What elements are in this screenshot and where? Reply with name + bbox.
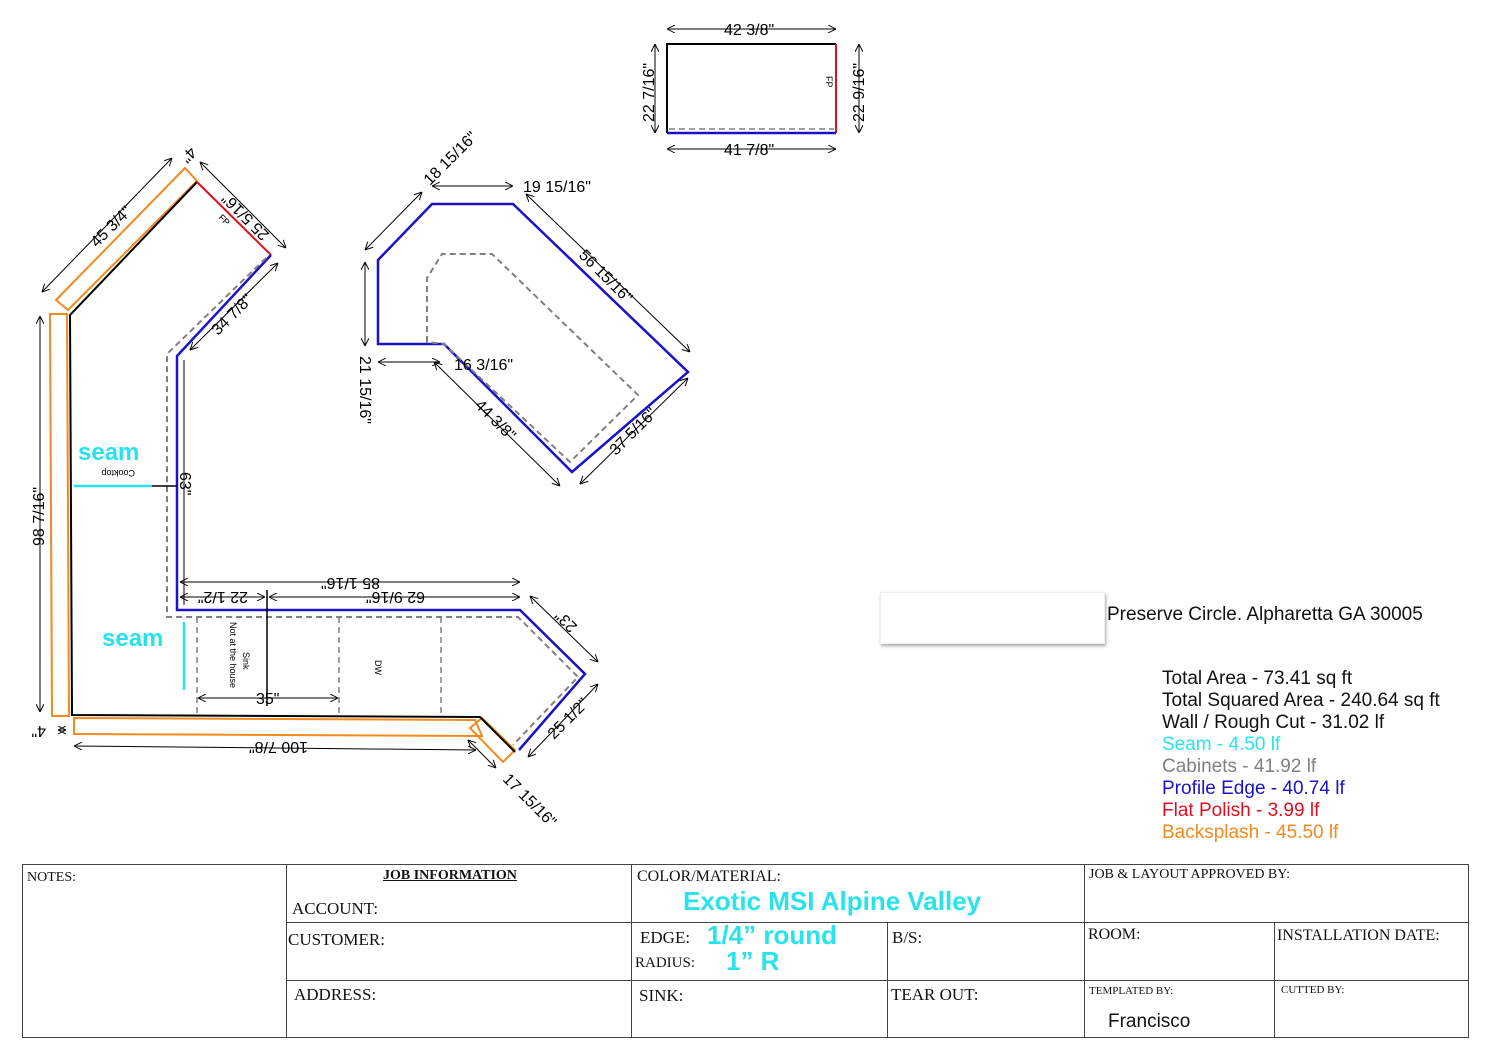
summary-backsplash: Backsplash - 45.50 lf [1162, 822, 1339, 843]
notes-label: NOTES: [27, 870, 76, 885]
dim-small-right: 22 9/16" [851, 63, 868, 122]
dw-label: DW [373, 660, 383, 675]
dim-left-length: 98 7/16" [31, 487, 48, 546]
sink-note: Not at the house [228, 622, 238, 688]
cooktop-label: Cooktop [101, 468, 135, 478]
backsplash-diagonal [54, 166, 199, 312]
dim-run-b: 62 9/16" [366, 588, 425, 605]
summary-seam: Seam - 4.50 lf [1162, 734, 1281, 755]
dim-angle-a: 23" [552, 607, 581, 636]
summary-cabinets: Cabinets - 41.92 lf [1162, 756, 1317, 777]
dim-top-run: 85 1/16" [321, 574, 380, 591]
dim-small-left: 22 7/16" [641, 63, 658, 122]
cutted-by-label: CUTTED BY: [1281, 984, 1345, 996]
summary-profile-edge: Profile Edge - 40.74 lf [1162, 778, 1345, 799]
summary-legend: Total Area - 73.41 sq ft Total Squared A… [1162, 668, 1440, 844]
sink-label: SINK: [639, 986, 684, 1005]
piece-main: seam seam Cooktop Sink Not at the house … [31, 143, 598, 831]
wall-line [666, 43, 836, 133]
seam-label: seam [78, 439, 139, 466]
dim-island-g: 37 5/16" [607, 405, 661, 459]
customer-label: CUSTOMER: [288, 930, 385, 949]
piece-small: 42 3/8" 41 7/8" 22 7/16" 22 9/16" FP [641, 22, 868, 159]
summary-flat-polish: Flat Polish - 3.99 lf [1162, 800, 1320, 821]
sink-label: Sink [241, 652, 251, 670]
edge-value: 1/4” round [707, 920, 838, 950]
job-info-heading: JOB INFORMATION [383, 868, 517, 883]
dim-sink-width: 35" [256, 691, 279, 708]
dim-backsplash-left-width: 4" [31, 722, 46, 739]
summary-wall: Wall / Rough Cut - 31.02 lf [1162, 712, 1385, 733]
wall-line [68, 181, 516, 753]
templated-by-label: TEMPLATED BY: [1089, 985, 1174, 997]
dim-island-a: 18 15/16" [421, 129, 481, 189]
summary-total-area: Total Area - 73.41 sq ft [1162, 668, 1353, 689]
dim-island-f: 44 3/8" [471, 397, 518, 444]
templated-by-value: Francisco [1108, 1011, 1191, 1032]
seam-label: seam [102, 625, 163, 652]
notes-cell [22, 864, 287, 1038]
account-label: ACCOUNT: [292, 899, 379, 918]
dim-bottom-length: 100 7/8" [249, 738, 308, 755]
backsplash-left [48, 313, 71, 717]
room-label: ROOM: [1088, 926, 1141, 943]
bs-label: B/S: [892, 928, 923, 947]
address-box [880, 592, 1105, 644]
dim-island-d: 21 15/16" [356, 356, 373, 424]
radius-label: RADIUS: [635, 955, 696, 971]
color-material-value: Exotic MSI Alpine Valley [683, 886, 982, 916]
color-material-label: COLOR/MATERIAL: [637, 868, 781, 885]
summary-squared-area: Total Squared Area - 240.64 sq ft [1162, 690, 1440, 711]
dim-backsplash-width: 4" [177, 143, 199, 165]
dim-island-c: 56 15/16" [575, 247, 635, 307]
dim-backsplash-corner: 17 15/16" [499, 771, 559, 831]
radius-value: 1” R [726, 946, 780, 976]
fp-mark: FP [824, 76, 834, 88]
dim-run-a: 22 1/2" [198, 588, 248, 605]
dim-inner-vertical: 63" [176, 472, 193, 495]
dim-island-b: 19 15/16" [523, 179, 591, 196]
dim-small-bottom: 41 7/8" [724, 142, 774, 159]
cutted-cell [1274, 980, 1469, 1038]
edge-label: EDGE: [640, 928, 691, 947]
tear-out-label: TEAR OUT: [891, 985, 979, 1004]
dim-island-e: 16 3/16" [454, 357, 513, 374]
piece-island: 18 15/16" 19 15/16" 56 15/16" 21 15/16" … [356, 129, 690, 486]
address-label: ADDRESS: [294, 985, 377, 1004]
backsplash-bottom [73, 716, 484, 738]
dim-small-top: 42 3/8" [724, 22, 774, 39]
install-date-label: INSTALLATION DATE: [1277, 927, 1440, 944]
job-address: Preserve Circle. Alpharetta GA 30005 [1107, 604, 1423, 625]
dim-angle-b: 25 1/2" [545, 695, 592, 742]
approved-label: JOB & LAYOUT APPROVED BY: [1089, 867, 1290, 882]
